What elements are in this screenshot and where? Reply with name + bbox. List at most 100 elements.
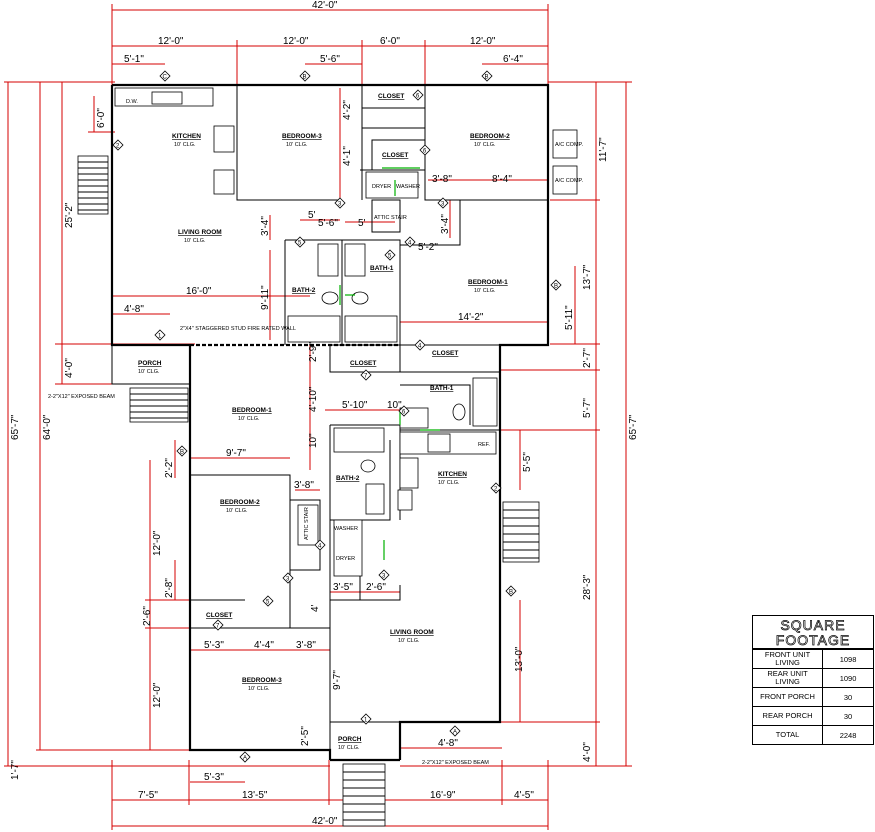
stair-left-porch bbox=[129, 387, 189, 423]
svg-text:5: 5 bbox=[266, 600, 270, 606]
room-kitchen-top-clg: 10' CLG. bbox=[174, 142, 196, 148]
dim-14-2: 14'-2" bbox=[458, 312, 484, 323]
room-bedroom2-top: BEDROOM-2 bbox=[470, 133, 510, 140]
room-bedroom1-top-clg: 10' CLG. bbox=[474, 288, 496, 294]
stair-right-kitchen bbox=[502, 501, 540, 563]
note-washer-bot: WASHER bbox=[334, 526, 358, 532]
room-porch-bot-clg: 10' CLG. bbox=[338, 745, 360, 751]
dim-3-4a: 3'-4" bbox=[260, 216, 271, 236]
room-closet-b: CLOSET bbox=[382, 152, 408, 159]
tub-bath1-bot bbox=[472, 377, 498, 427]
vanity-bath2-bot bbox=[365, 483, 385, 515]
note-attic-top: ATTIC STAIR bbox=[374, 215, 407, 221]
toilet-bath1-bot bbox=[452, 403, 466, 421]
svg-text:5: 5 bbox=[388, 254, 392, 260]
dim-9-7b: 9'-7" bbox=[332, 670, 343, 690]
dim-left-25: 25'-2" bbox=[64, 202, 75, 228]
note-ac1: A/C COMP. bbox=[555, 142, 583, 148]
walls bbox=[110, 83, 550, 762]
dim-4-4: 4'-4" bbox=[254, 640, 274, 651]
tags: C B B 1 4 7 5 4 3 3 6 6 5 2 B 2 B 1 A A … bbox=[112, 70, 562, 763]
sqft-label-front-porch: FRONT PORCH bbox=[753, 687, 824, 707]
sqft-value-total: 2248 bbox=[822, 725, 873, 744]
room-bedroom1-top: BEDROOM-1 bbox=[468, 279, 508, 286]
dim-left-2-6: 2'-6" bbox=[142, 606, 153, 626]
dim-top-seg-1: 12'-0" bbox=[158, 36, 184, 47]
dim-5-6: 5'-6" bbox=[318, 218, 338, 229]
room-bath2-top: BATH-2 bbox=[292, 287, 316, 294]
dim-bottom-seg-4: 4'-5" bbox=[514, 790, 534, 801]
dim-top-sub-3: 6'-4" bbox=[503, 54, 523, 65]
svg-text:B: B bbox=[509, 590, 513, 596]
dim-3-8c: 3'-8" bbox=[296, 640, 316, 651]
svg-text:6: 6 bbox=[423, 149, 427, 155]
svg-text:5: 5 bbox=[298, 241, 302, 247]
toilet-1 bbox=[321, 291, 339, 305]
dim-bottom-seg-3: 16'-9" bbox=[430, 790, 456, 801]
dimension-lines bbox=[4, 4, 632, 830]
vanity-1 bbox=[317, 243, 339, 277]
room-bedroom2-top-clg: 10' CLG. bbox=[474, 142, 496, 148]
note-attic-bot: ATTIC STAIR bbox=[304, 507, 310, 540]
svg-text:B: B bbox=[303, 75, 307, 81]
dim-left-outer: 65'-7" bbox=[10, 414, 21, 440]
fridge-top bbox=[213, 169, 235, 195]
table-row: FRONT PORCH 30 bbox=[753, 687, 873, 707]
room-kitchen-top: KITCHEN bbox=[172, 133, 201, 140]
attic-stair-bot bbox=[297, 504, 319, 546]
notes: 2"X4" STAGGERED STUD FIRE RATED WALL 2-2… bbox=[48, 99, 583, 766]
svg-text:7: 7 bbox=[364, 374, 368, 380]
room-kitchen-bot: KITCHEN bbox=[438, 471, 467, 478]
dim-10b: 10" bbox=[308, 433, 319, 448]
room-living-top: LIVING ROOM bbox=[178, 229, 222, 236]
range-bot bbox=[427, 433, 451, 453]
svg-text:6: 6 bbox=[416, 94, 420, 100]
dim-right-5-5: 5'-5" bbox=[522, 452, 533, 472]
dim-bottom-total: 42'-0" bbox=[312, 816, 338, 827]
dim-left-1-7: 1'-7" bbox=[10, 760, 21, 780]
room-closet-a: CLOSET bbox=[378, 93, 404, 100]
room-bath1-top: BATH-1 bbox=[370, 265, 394, 272]
dim-9-11: 9'-11" bbox=[260, 285, 271, 310]
room-bedroom3-bot-clg: 10' CLG. bbox=[248, 686, 270, 692]
dim-top-sub-2: 5'-6" bbox=[320, 54, 340, 65]
dim-4-2: 4'-2" bbox=[342, 100, 353, 120]
dim-16-0: 16'-0" bbox=[186, 286, 212, 297]
dim-4: 4' bbox=[310, 604, 321, 612]
dim-top-sub-1: 5'-1" bbox=[124, 54, 144, 65]
dim-4-1: 4'-1" bbox=[342, 146, 353, 166]
dim-2-9: 2'-9" bbox=[308, 342, 319, 362]
ac-unit-2 bbox=[552, 165, 578, 195]
dim-left-12b: 12'-0" bbox=[152, 682, 163, 708]
dim-left-2-8: 2'-8" bbox=[164, 578, 175, 598]
svg-text:2: 2 bbox=[494, 487, 498, 493]
svg-text:1: 1 bbox=[158, 334, 162, 340]
dim-4-10: 4'-10" bbox=[308, 386, 319, 412]
note-beam-bottom: 2-2"X12" EXPOSED BEAM bbox=[422, 760, 489, 766]
dim-10: 10" bbox=[387, 400, 402, 411]
vanity-2 bbox=[344, 243, 366, 277]
dim-left-inner: 64'-0" bbox=[42, 414, 53, 440]
dim-2-6: 2'-6" bbox=[366, 582, 386, 593]
room-closet-c: CLOSET bbox=[432, 350, 458, 357]
dim-5a: 5' bbox=[308, 210, 316, 221]
dimension-labels: 42'-0" 12'-0" 12'-0" 6'-0" 12'-0" 5'-1" … bbox=[10, 0, 639, 827]
dim-3-5: 3'-5" bbox=[333, 582, 353, 593]
dim-top-seg-2: 12'-0" bbox=[283, 36, 309, 47]
room-porch-bot: PORCH bbox=[338, 736, 362, 743]
svg-text:3: 3 bbox=[286, 577, 290, 583]
dim-left-12a: 12'-0" bbox=[152, 530, 163, 556]
dim-8-4: 8'-4" bbox=[492, 174, 512, 185]
dim-bottom-seg-2: 13'-5" bbox=[242, 790, 268, 801]
svg-text:4: 4 bbox=[408, 241, 412, 247]
dim-4-8b: 4'-8" bbox=[438, 738, 458, 749]
dim-5b: 5' bbox=[358, 218, 366, 229]
sqft-value-front-porch: 30 bbox=[822, 687, 873, 707]
range-top bbox=[213, 125, 235, 153]
room-labels: KITCHEN 10' CLG. BEDROOM-3 10' CLG. BEDR… bbox=[138, 93, 510, 751]
dim-top-seg-4: 12'-0" bbox=[470, 36, 496, 47]
svg-text:B: B bbox=[485, 75, 489, 81]
sqft-label-total: TOTAL bbox=[753, 725, 824, 744]
dim-5-3b: 5'-3" bbox=[204, 772, 224, 783]
